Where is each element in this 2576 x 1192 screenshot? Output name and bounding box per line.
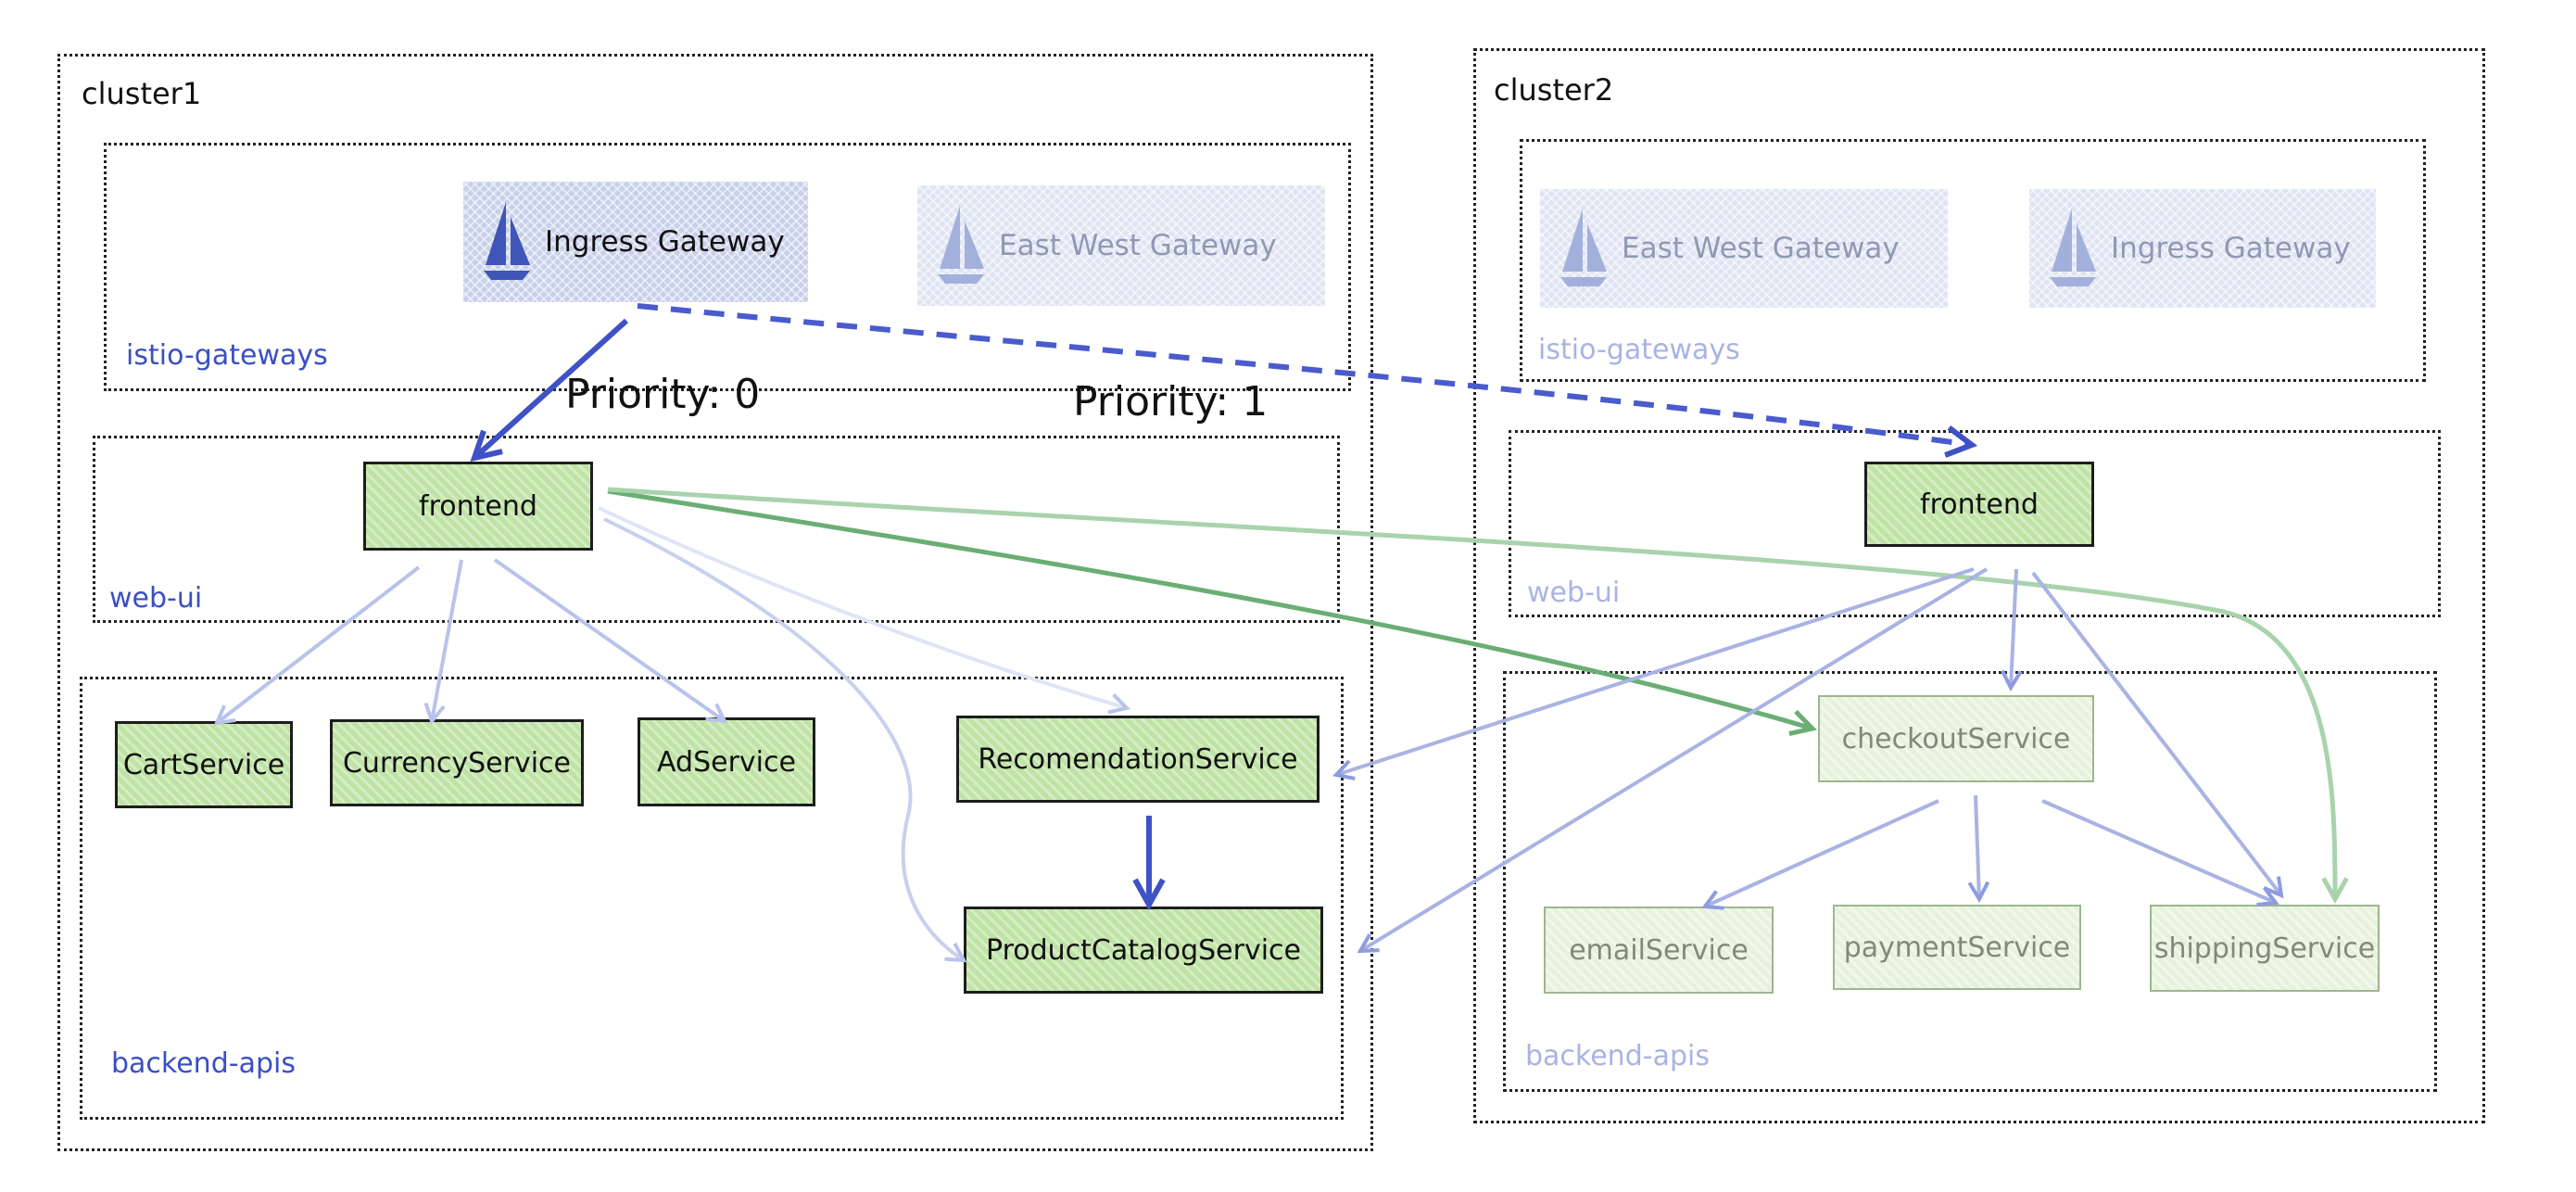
- priority-1-label: Priority: 1: [1073, 378, 1269, 425]
- edge-frontend-to-recommendation: [598, 506, 1127, 708]
- edge-frontend-c2-to-shipping: [2031, 571, 2281, 895]
- cluster1-recommendation-service[interactable]: RecomendationService: [956, 716, 1320, 803]
- cluster2-checkout-service[interactable]: checkoutService: [1818, 695, 2094, 782]
- edge-frontend-c1-to-shipping: [607, 487, 2335, 899]
- cluster1-eastwest-gateway-label: East West Gateway: [999, 229, 1277, 262]
- priority-0-label: Priority: 0: [565, 371, 761, 418]
- cluster1-istio-gateways-namespace: [104, 143, 1351, 391]
- istio-sailboat-icon: [2050, 209, 2096, 286]
- cluster1-productcatalog-service[interactable]: ProductCatalogService: [964, 907, 1323, 994]
- edge-frontend-c2-to-recommendation: [1336, 567, 1975, 775]
- cluster1-frontend-service[interactable]: frontend: [363, 462, 593, 551]
- edge-frontend-to-currency: [432, 559, 463, 721]
- edge-checkout-to-shipping: [2041, 799, 2276, 903]
- istio-sailboat-icon: [1560, 209, 1607, 286]
- edge-checkout-to-payment: [1976, 794, 1979, 899]
- edge-frontend-to-ad: [493, 558, 725, 721]
- cluster2-email-service[interactable]: emailService: [1544, 907, 1774, 994]
- cluster2-ingress-gateway-label: Ingress Gateway: [2111, 232, 2351, 265]
- cluster1-backend-apis-label: backend-apis: [111, 1047, 296, 1080]
- edge-frontend-c1-to-checkout: [607, 488, 1812, 729]
- cluster1-boundary: [57, 54, 1373, 1151]
- cluster2-backend-apis-label: backend-apis: [1525, 1040, 1710, 1072]
- cluster2-web-ui-label: web-ui: [1527, 577, 1621, 609]
- edge-checkout-to-email: [1705, 799, 1939, 907]
- cluster1-ingress-gateway-label: Ingress Gateway: [545, 225, 785, 259]
- cluster2-payment-service[interactable]: paymentService: [1833, 905, 2081, 990]
- cluster2-ingress-gateway[interactable]: Ingress Gateway: [2029, 189, 2376, 308]
- cluster1-backend-apis-namespace: [80, 677, 1344, 1120]
- cluster2-backend-apis-namespace: [1503, 671, 2437, 1092]
- cluster1-currency-service[interactable]: CurrencyService: [330, 719, 584, 806]
- edge-frontend-to-productcatalog: [603, 517, 964, 960]
- cluster1-ingress-gateway[interactable]: Ingress Gateway: [463, 182, 808, 302]
- istio-sailboat-icon: [938, 206, 984, 284]
- edge-frontend-c2-to-checkout: [2011, 568, 2016, 688]
- edge-frontend-to-cart: [217, 565, 421, 723]
- cluster2-title: cluster2: [1494, 72, 1614, 108]
- cluster1-eastwest-gateway[interactable]: East West Gateway: [917, 185, 1325, 306]
- cluster2-frontend-service[interactable]: frontend: [1864, 462, 2094, 547]
- cluster2-istio-gateways-label: istio-gateways: [1538, 334, 1740, 366]
- cluster2-boundary: [1473, 48, 2485, 1123]
- edge-ingress-to-frontend-c1: [474, 318, 629, 458]
- cluster1-web-ui-namespace: [93, 436, 1340, 623]
- cluster2-eastwest-gateway[interactable]: East West Gateway: [1540, 189, 1948, 308]
- istio-sailboat-icon: [484, 202, 530, 280]
- edge-ingress-to-frontend-c2: [637, 303, 1972, 445]
- cluster2-istio-gateways-namespace: [1520, 139, 2426, 382]
- cluster1-istio-gateways-label: istio-gateways: [126, 339, 328, 372]
- edge-frontend-c2-to-productcatalog: [1360, 567, 1989, 951]
- cluster1-title: cluster1: [82, 76, 202, 111]
- cluster1-ad-service[interactable]: AdService: [638, 717, 815, 806]
- cluster1-web-ui-label: web-ui: [109, 582, 203, 615]
- cluster1-cart-service[interactable]: CartService: [115, 721, 293, 808]
- cluster2-eastwest-gateway-label: East West Gateway: [1622, 232, 1900, 265]
